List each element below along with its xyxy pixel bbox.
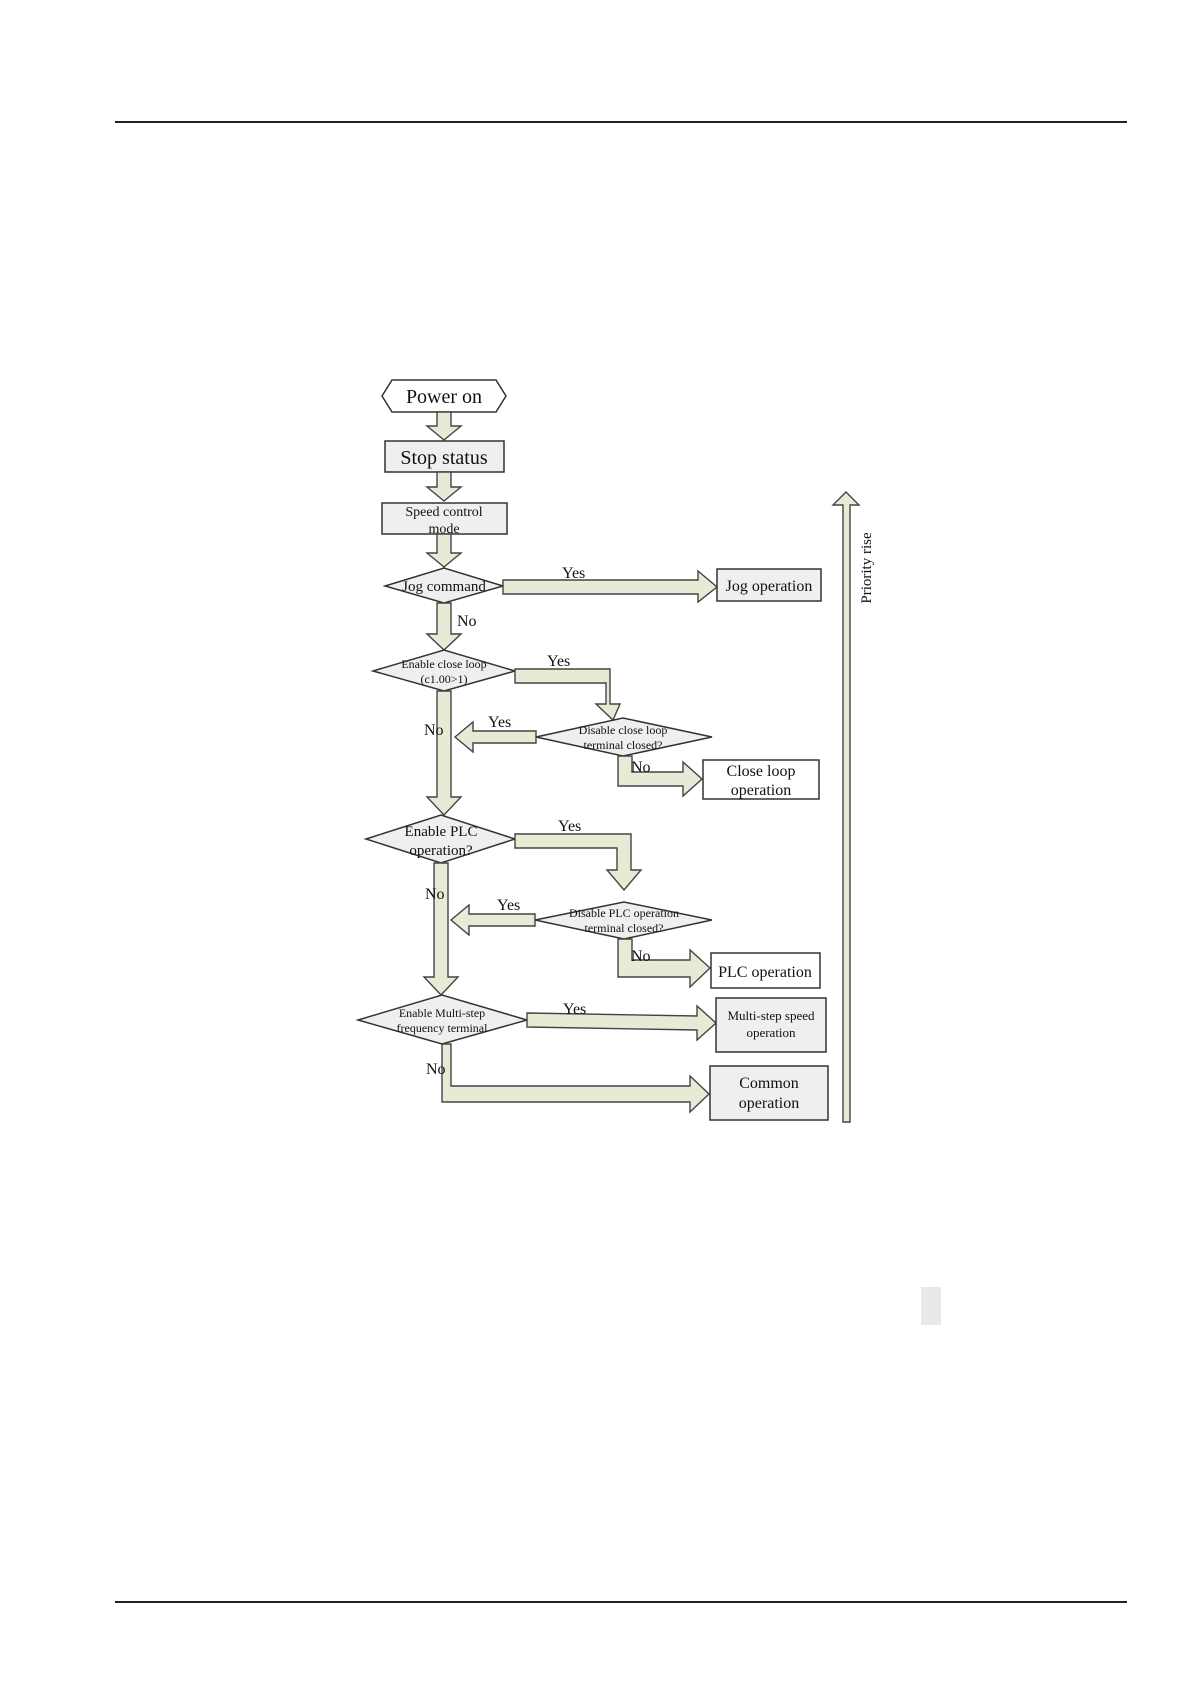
enable-close-loop-line1: Enable close loop [401, 657, 486, 671]
priority-rise-arrow [831, 491, 861, 1123]
speed-mode-line1: Speed control [405, 505, 482, 520]
disable-plc-line1: Disable PLC operation [569, 906, 679, 920]
disable-plc-decision [534, 901, 713, 940]
multistep-yes-label: Yes [563, 1001, 586, 1018]
arrow-stop-to-speed [425, 471, 463, 502]
arrow-plc-yes [514, 833, 643, 892]
disable-plc-line2: terminal closed? [585, 921, 664, 935]
common-op-line1: Common [739, 1075, 799, 1092]
multistep-op-line2: operation [746, 1025, 796, 1040]
priority-rise-label: Priority rise [859, 532, 875, 604]
close-loop-operation-node [702, 759, 820, 800]
plc-operation-node [710, 952, 821, 989]
arrow-disable-close-loop-no [617, 755, 704, 798]
plc-yes-label: Yes [558, 818, 581, 835]
common-operation-node [709, 1065, 829, 1121]
disable-close-loop-decision [535, 717, 713, 757]
jog-operation-text: Jog operation [726, 578, 813, 595]
arrow-speed-to-jog [425, 533, 463, 568]
power-on-text: Power on [406, 386, 482, 408]
arrow-multistep-yes [526, 1004, 718, 1042]
disable-close-loop-line1: Disable close loop [579, 723, 668, 737]
jog-command-text: Jog command [402, 579, 486, 595]
arrow-plc-no [422, 862, 460, 997]
plc-operation-text: PLC operation [718, 964, 812, 981]
close-loop-op-line1: Close loop [727, 763, 796, 780]
stop-status-node [384, 440, 505, 473]
close-loop-op-line2: operation [731, 782, 791, 799]
multistep-op-line1: Multi-step speed [727, 1008, 815, 1023]
arrow-power-to-stop [425, 411, 463, 441]
multistep-operation-node [715, 997, 827, 1053]
arrow-close-loop-no [425, 690, 463, 817]
speed-mode-line2: mode [428, 522, 459, 537]
jog-yes-label: Yes [562, 565, 585, 582]
header-rule [115, 121, 1127, 123]
close-loop-yes-label: Yes [547, 653, 570, 670]
disable-plc-no-label: No [631, 948, 651, 965]
arrow-disable-close-loop-yes [453, 720, 537, 754]
footer-rule [115, 1601, 1127, 1603]
speed-control-mode-node [381, 502, 508, 535]
arrow-close-loop-yes [514, 668, 622, 722]
enable-plc-line2: operation? [409, 843, 473, 859]
jog-no-label: No [457, 613, 477, 630]
disable-plc-yes-label: Yes [497, 897, 520, 914]
multistep-no-label: No [426, 1061, 446, 1078]
power-on-node [381, 379, 507, 413]
arrow-jog-yes [502, 569, 719, 604]
plc-no-label: No [425, 886, 445, 903]
arrow-disable-plc-yes [449, 903, 536, 937]
disable-close-loop-line2: terminal closed? [584, 738, 663, 752]
arrow-multistep-no [441, 1043, 711, 1114]
stop-status-text: Stop status [400, 447, 487, 469]
enable-multistep-line2: frequency terminal [397, 1021, 489, 1035]
disable-close-loop-yes-label: Yes [488, 714, 511, 731]
arrow-disable-plc-no [617, 938, 712, 989]
jog-operation-node [716, 568, 822, 602]
arrow-jog-no [425, 602, 463, 651]
disable-close-loop-no-label: No [631, 759, 651, 776]
common-op-line2: operation [739, 1095, 799, 1112]
enable-multistep-line1: Enable Multi-step [399, 1006, 485, 1020]
close-loop-no-label: No [424, 722, 444, 739]
enable-close-loop-line2: (c1.00>1) [420, 672, 467, 686]
scan-artifact [921, 1287, 941, 1325]
enable-plc-line1: Enable PLC [405, 824, 478, 840]
